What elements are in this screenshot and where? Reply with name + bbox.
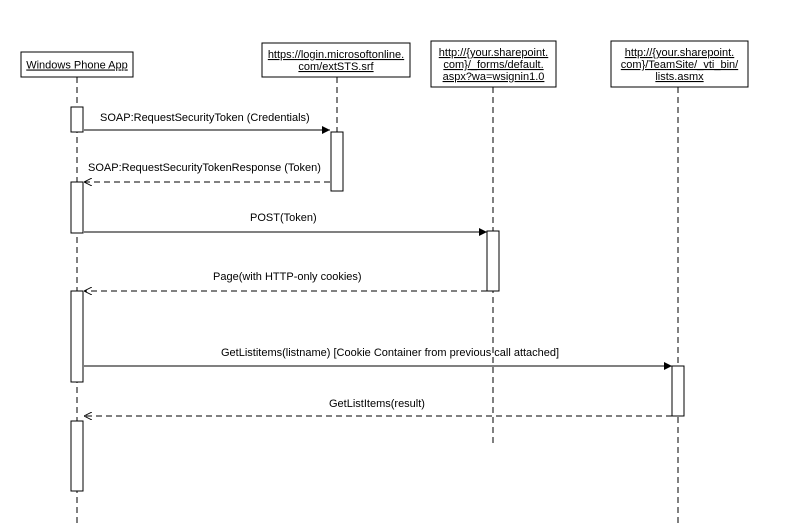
participant-headers: Windows Phone App https://login.microsoft… xyxy=(20,40,749,88)
participant-box xyxy=(261,42,411,78)
participant-lists: http://{your.sharepoint.com}/TeamSite/_v… xyxy=(610,40,749,88)
activation-bar-app xyxy=(70,290,84,383)
participant-box xyxy=(20,51,134,78)
activation-bars xyxy=(70,106,685,492)
participant-label: com}/TeamSite/_vti_bin/ xyxy=(621,59,739,71)
return-message-6: GetListItems(result) xyxy=(84,398,672,416)
participant-box xyxy=(430,40,557,88)
return-message-2: SOAP:RequestSecurityTokenResponse (Token… xyxy=(84,162,330,182)
lifelines xyxy=(76,77,679,523)
activation-bar-sts xyxy=(330,131,344,192)
participant-label: lists.asmx xyxy=(655,71,704,83)
message-label: POST(Token) xyxy=(250,212,317,224)
participant-app: Windows Phone App xyxy=(20,51,134,78)
participant-forms: http://{your.sharepoint.com}/_forms/defa… xyxy=(430,40,557,88)
return-message-4: Page(with HTTP-only cookies) xyxy=(84,271,487,291)
call-message-3: POST(Token) xyxy=(84,212,487,236)
participant-label: com/extSTS.srf xyxy=(298,61,374,73)
participant-label: https://login.microsoftonline. xyxy=(268,49,404,61)
participant-label: http://{your.sharepoint. xyxy=(439,47,548,59)
participant-label: Windows Phone App xyxy=(26,60,128,72)
activation-bar-app xyxy=(70,106,84,133)
participant-label: aspx?wa=wsignin1.0 xyxy=(443,71,545,83)
messages: SOAP:RequestSecurityToken (Credentials) S… xyxy=(84,112,672,416)
activation-bar-app xyxy=(70,420,84,492)
message-label: SOAP:RequestSecurityTokenResponse (Token… xyxy=(88,162,321,174)
activation-bar-forms xyxy=(486,230,500,292)
call-message-1: SOAP:RequestSecurityToken (Credentials) xyxy=(84,112,330,134)
call-message-5: GetListitems(listname) [Cookie Container… xyxy=(84,347,672,370)
message-label: SOAP:RequestSecurityToken (Credentials) xyxy=(100,112,310,124)
participant-label: http://{your.sharepoint. xyxy=(625,47,734,59)
message-label: GetListitems(listname) [Cookie Container… xyxy=(221,347,559,359)
participant-box xyxy=(610,40,749,88)
activation-bar-app xyxy=(70,181,84,234)
message-label: GetListItems(result) xyxy=(329,398,425,410)
message-label: Page(with HTTP-only cookies) xyxy=(213,271,362,283)
activation-bar-lists xyxy=(671,365,685,417)
participant-label: com}/_forms/default. xyxy=(443,59,543,71)
participant-sts: https://login.microsoftonline.com/extSTS… xyxy=(261,42,411,78)
